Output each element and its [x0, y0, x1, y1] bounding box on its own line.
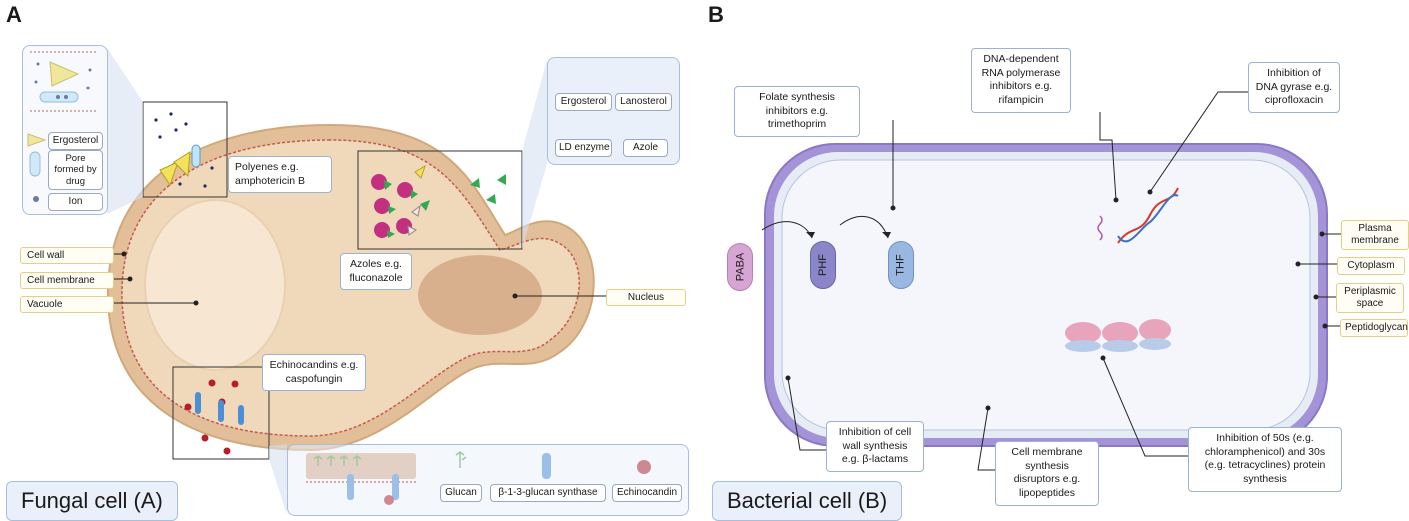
panel-a-leaders: [113, 251, 606, 306]
nucleus-label: Nucleus: [606, 289, 686, 306]
vacuole-label: Vacuole: [20, 296, 114, 313]
paba-molecule: PABA: [727, 243, 753, 291]
thf-molecule: THF: [888, 241, 914, 289]
echinocandin-chip: Echinocandin: [612, 484, 682, 502]
lanosterol-chip: Lanosterol: [615, 93, 672, 111]
peptidoglycan-label: Peptidoglycan: [1340, 319, 1408, 337]
bacterial-cell-title: Bacterial cell (B): [712, 481, 903, 521]
membrane-disruptors-label: Cell membrane synthesis disruptors e.g. …: [995, 441, 1099, 506]
ld-enzyme-chip: LD enzyme: [555, 139, 612, 157]
echino-molecules: [184, 379, 244, 455]
cell-wall-inhibition-label: Inhibition of cell wall synthesis e.g. β…: [826, 421, 924, 472]
thf-label: THF: [894, 254, 907, 276]
ion-chip: Ion: [48, 193, 103, 211]
cell-wall-label: Cell wall: [20, 247, 114, 264]
cytoplasm-label: Cytoplasm: [1337, 257, 1405, 275]
bacterial-cell: [764, 143, 1328, 447]
echino-zoom-frame: [172, 366, 270, 460]
echino-legend: [287, 444, 689, 516]
polyene-legend-graphics: [27, 51, 96, 202]
paba-label: PABA: [734, 252, 746, 282]
fungal-cell-title: Fungal cell (A): [6, 481, 178, 521]
rna-strand: [1097, 215, 1103, 241]
azoles-label: Azoles e.g. fluconazole: [340, 253, 412, 291]
phf-molecule: PHF: [810, 241, 836, 289]
nucleus-shape: [418, 255, 542, 335]
polyenes-label: Polyenes e.g. amphotericin B: [228, 156, 332, 194]
azole-molecules: [371, 164, 506, 238]
glucan-chip: Glucan: [440, 484, 482, 502]
azole-chip: Azole: [623, 139, 668, 157]
echino-zoom-wedge: [269, 444, 287, 515]
vacuole-shape: [144, 199, 286, 371]
echinocandins-label: Echinocandins e.g. caspofungin: [262, 354, 366, 392]
bacterial-cytoplasm: [781, 159, 1311, 431]
polyene-zoom-wedge: [107, 48, 143, 214]
ribosomes: [1065, 319, 1171, 352]
panel-a-letter: A: [6, 2, 22, 27]
protein-synthesis-label: Inhibition of 50s (e.g. chloramphenicol)…: [1188, 427, 1342, 492]
panel-b-leaders: [785, 91, 1341, 471]
ergosterol-chip-b: Ergosterol: [555, 93, 612, 111]
periplasmic-space-label: Periplasmic space: [1336, 283, 1404, 313]
ergosterol-chip-a: Ergosterol: [48, 132, 103, 150]
rna-polymerase-label: DNA-dependent RNA polymerase inhibitors …: [971, 48, 1071, 113]
dna-helix: [1117, 187, 1179, 244]
dna-gyrase-label: Inhibition of DNA gyrase e.g. ciprofloxa…: [1248, 62, 1340, 113]
phf-label: PHF: [817, 254, 829, 276]
pore-chip: Pore formed by drug: [48, 150, 103, 191]
plasma-membrane-label: Plasma membrane: [1341, 220, 1409, 250]
polyene-molecules: [154, 112, 214, 188]
panel-b-letter: B: [708, 2, 724, 27]
cell-membrane-label: Cell membrane: [20, 272, 114, 289]
azole-zoom-wedge: [522, 60, 547, 249]
folate-label: Folate synthesis inhibitors e.g. trimeth…: [734, 86, 860, 137]
synthase-chip: β-1-3-glucan synthase: [490, 484, 606, 502]
